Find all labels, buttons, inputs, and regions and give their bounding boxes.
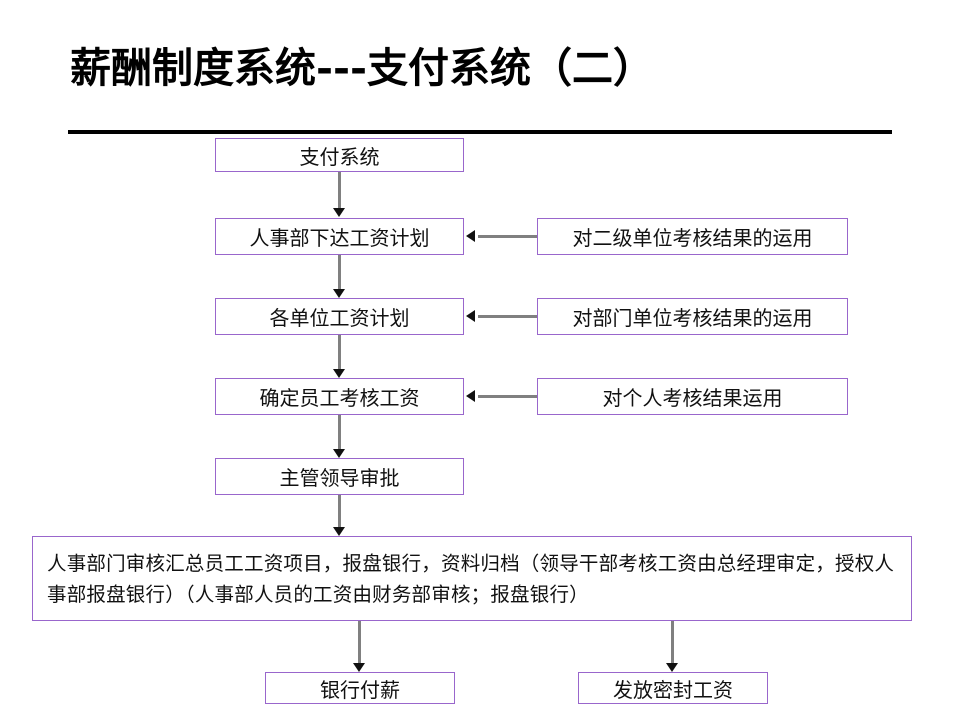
flow-box-sealed-wage-issue[interactable]: 发放密封工资	[578, 672, 768, 704]
connector-department-unit-to-unit-plan	[478, 315, 537, 318]
flow-box-label: 对个人考核结果运用	[602, 386, 783, 410]
arrowhead-down-icon	[333, 208, 345, 217]
page-title: 薪酬制度系统---支付系统（二）	[70, 44, 655, 92]
flow-box-bank-payment[interactable]: 银行付薪	[265, 672, 455, 704]
arrowhead-down-icon	[666, 663, 678, 672]
flow-box-unit-wage-plan[interactable]: 各单位工资计划	[215, 298, 464, 335]
connector-secondary-unit-to-hr-plan	[478, 235, 537, 238]
flow-box-secondary-unit-assessment[interactable]: 对二级单位考核结果的运用	[537, 218, 848, 255]
arrowhead-left-icon	[466, 230, 475, 242]
connector-audit-to-sealed-wage	[671, 621, 674, 663]
flow-box-label: 各单位工资计划	[269, 306, 410, 330]
flow-box-department-unit-assessment[interactable]: 对部门单位考核结果的运用	[537, 298, 848, 335]
arrowhead-down-icon	[333, 289, 345, 298]
flow-box-label: 发放密封工资	[613, 677, 733, 702]
flow-box-hr-wage-plan[interactable]: 人事部下达工资计划	[215, 218, 464, 255]
flow-box-hr-audit-summary[interactable]: 人事部门审核汇总员工工资项目，报盘银行，资料归档（领导干部考核工资由总经理审定，…	[32, 536, 912, 621]
flow-box-individual-assessment[interactable]: 对个人考核结果运用	[537, 378, 848, 415]
connector-audit-to-bank-payment	[358, 621, 361, 663]
arrowhead-left-icon	[466, 310, 475, 322]
flow-box-employee-assessment-wage[interactable]: 确定员工考核工资	[215, 378, 464, 415]
connector-payment-to-hr-plan	[338, 172, 341, 208]
flow-box-label: 对部门单位考核结果的运用	[572, 306, 813, 330]
arrowhead-down-icon	[353, 663, 365, 672]
flow-box-leader-approval[interactable]: 主管领导审批	[215, 458, 464, 495]
arrowhead-down-icon	[333, 449, 345, 458]
connector-hr-plan-to-unit-plan	[338, 255, 341, 289]
flow-box-label: 支付系统	[299, 144, 380, 169]
arrowhead-left-icon	[466, 390, 475, 402]
flow-box-label: 对二级单位考核结果的运用	[572, 226, 813, 250]
flow-box-payment-system[interactable]: 支付系统	[215, 138, 464, 172]
connector-unit-plan-to-employee-wage	[338, 335, 341, 369]
flow-box-label: 主管领导审批	[279, 466, 400, 490]
flow-box-label: 人事部门审核汇总员工工资项目，报盘银行，资料归档（领导干部考核工资由总经理审定，…	[47, 552, 895, 606]
arrowhead-down-icon	[333, 527, 345, 536]
arrowhead-down-icon	[333, 369, 345, 378]
flow-box-label: 确定员工考核工资	[259, 386, 420, 410]
connector-employee-wage-to-approval	[338, 415, 341, 449]
connector-approval-to-audit	[338, 495, 341, 527]
title-divider-rule	[68, 130, 892, 134]
flow-box-label: 人事部下达工资计划	[249, 226, 430, 250]
connector-individual-to-employee-wage	[478, 395, 537, 398]
flow-box-label: 银行付薪	[320, 677, 400, 702]
